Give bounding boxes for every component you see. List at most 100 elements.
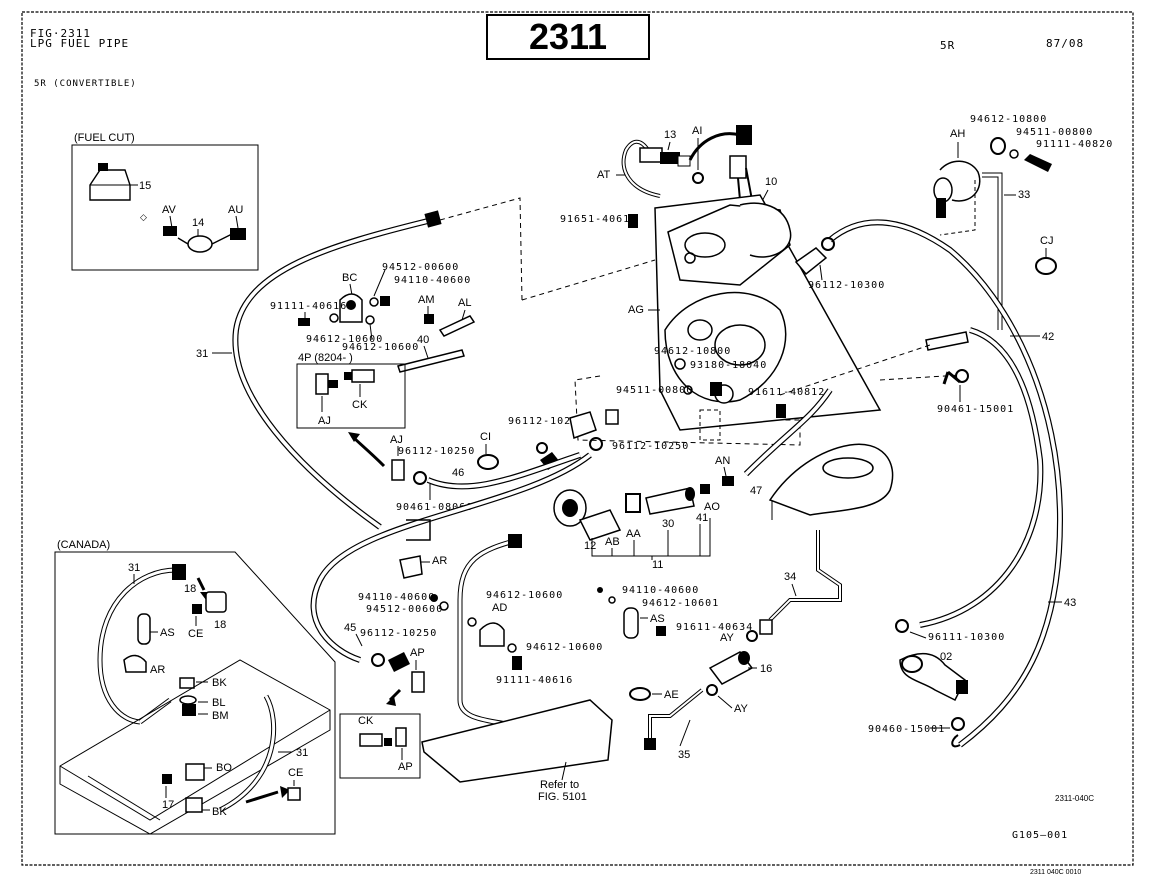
part-93180-18040: 93180-18040 (690, 360, 767, 371)
label-30: 30 (662, 518, 674, 530)
label-AR: AR (432, 555, 447, 567)
model-code: 5R (940, 39, 956, 52)
part-94612-10601: 94612-10601 (642, 598, 719, 609)
label-CE-b: CE (288, 767, 303, 779)
label-AL: AL (458, 297, 471, 309)
label-41: 41 (696, 512, 708, 524)
regulator-assembly-AG: 91651-40614 AG 94612-10800 93180-18040 9… (560, 194, 882, 446)
part-96112-10250-e: 96112-10250 (360, 628, 437, 639)
part-91111-40820: 91111-40820 (1036, 139, 1113, 150)
part-91611-40634: 91611-40634 (676, 622, 753, 633)
part-94512-00600-b: 94512-00600 (366, 604, 443, 615)
label-AP: AP (410, 647, 425, 659)
revision-date: 87/08 (1046, 37, 1085, 50)
label-AI: AI (692, 125, 702, 137)
fuel-cut-title: (FUEL CUT) (74, 132, 135, 144)
label-AY: AY (720, 632, 735, 644)
label-02: 02 (940, 651, 952, 663)
label-CE: CE (188, 628, 203, 640)
part-96112-10250-b: 96112-10250 (508, 416, 585, 427)
part-94612-10600-b: 94612-10600 (342, 342, 419, 353)
right-fitting-02-group: 96111-10300 02 90460-15001 (868, 619, 1005, 735)
label-12: 12 (584, 540, 596, 552)
label-35: 35 (678, 749, 690, 761)
label-CI: CI (480, 431, 491, 443)
part-90461-08060: 90461-08060 (396, 502, 473, 513)
bottom-code: 2311 040C 0010 (1030, 869, 1081, 876)
figure-title: LPG FUEL PIPE (30, 37, 130, 50)
four-p-title: 4P (8204- ) (298, 352, 353, 364)
assembly-11: 41 AO 30 AA 12 AB 11 (553, 484, 720, 571)
fuel-cut-inset: (FUEL CUT) 15 AV 14 AU ◇ (71, 132, 259, 271)
label-AY-2: AY (734, 703, 749, 715)
part-91611-40812: 91611-40812 (748, 387, 825, 398)
label-AA: AA (626, 528, 641, 540)
label-AN: AN (715, 455, 730, 467)
note-fig-ref: FIG. 5101 (538, 791, 587, 803)
label-31-canada-a: 31 (128, 562, 140, 574)
label-AP-inset: AP (398, 761, 413, 773)
part-94612-10800-c: 94612-10800 (654, 346, 731, 357)
clamp-BC-group: BC 94512-00600 94110-40600 91111-40616 9… (270, 262, 476, 373)
label-45: 45 (344, 622, 356, 634)
part-94512-00600-a: 94512-00600 (382, 262, 459, 273)
label-18-b: 18 (214, 619, 226, 631)
label-31-canada-b: 31 (296, 747, 308, 759)
part-94612-10600-e: 94612-10600 (486, 590, 563, 601)
part-94110-40600-b: 94110-40600 (358, 592, 435, 603)
canada-inset: (CANADA) 31 18 18 CE AS AR BK (54, 539, 336, 835)
label-40: 40 (417, 334, 429, 346)
label-AH: AH (950, 128, 965, 140)
part-96111-10300: 96111-10300 (928, 632, 1005, 643)
part-94110-40600-c: 94110-40600 (622, 585, 699, 596)
label-15: 15 (139, 180, 151, 192)
label-AE: AE (664, 689, 679, 701)
label-BK-a: BK (212, 677, 227, 689)
label-10: 10 (765, 176, 777, 188)
four-p-inset: 4P (8204- ) AJ CK (296, 352, 406, 468)
label-46: 46 (452, 467, 464, 479)
label-14: 14 (192, 217, 204, 229)
label-AS-canada: AS (160, 627, 175, 639)
label-AT: AT (597, 169, 611, 181)
label-47: 47 (750, 485, 762, 497)
label-BL: BL (212, 697, 225, 709)
figure-number-box: 2311 (486, 14, 650, 60)
label-18-a: 18 (184, 583, 196, 595)
label-CJ: CJ (1040, 235, 1053, 247)
label-AS: AS (650, 613, 665, 625)
hose-42-43: 42 43 96112-10300 90461-15001 (779, 219, 1076, 748)
label-AB: AB (605, 536, 620, 548)
label-CK: CK (358, 715, 374, 727)
canada-title: (CANADA) (57, 539, 110, 551)
top-connector-group: AT 13 AI 10 (597, 125, 777, 206)
label-BK-b: BK (212, 806, 227, 818)
label-34: 34 (784, 571, 796, 583)
page-code: G105—001 (1012, 830, 1068, 841)
label-AR-canada: AR (150, 664, 165, 676)
part-94612-10800-d: 94612-10800 (970, 114, 1047, 125)
figure-code: FIG·2311 (30, 27, 91, 40)
label-AM: AM (418, 294, 435, 306)
label-AJ: AJ (390, 434, 403, 446)
page-border (21, 11, 1134, 866)
part-94511-00800-b: 94511-00800 (1016, 127, 1093, 138)
part-96112-10300: 96112-10300 (808, 280, 885, 291)
label-AV: AV (162, 204, 177, 216)
label-BC: BC (342, 272, 357, 284)
air-cleaner-group: AN 47 (715, 388, 894, 520)
label-11: 11 (652, 559, 663, 571)
note-refer-to: Refer to (540, 779, 579, 791)
label-16: 16 (760, 663, 772, 675)
part-94612-10600-a: 94612-10600 (306, 334, 383, 345)
label-AD: AD (492, 602, 507, 614)
label-33: 33 (1018, 189, 1030, 201)
hose-31: 31 (196, 197, 656, 530)
label-AG: AG (628, 304, 644, 316)
part-90461-15001-a: 90461-15001 (937, 404, 1014, 415)
bracket-AS-group: 94110-40600 94612-10601 AS 91611-40634 3… (597, 530, 842, 761)
label-42: 42 (1042, 331, 1054, 343)
part-91111-40616-c: 91111-40616 (496, 675, 573, 686)
diaphragm-AH-group: AH 94612-10800 94511-00800 91111-40820 3… (933, 114, 1113, 330)
